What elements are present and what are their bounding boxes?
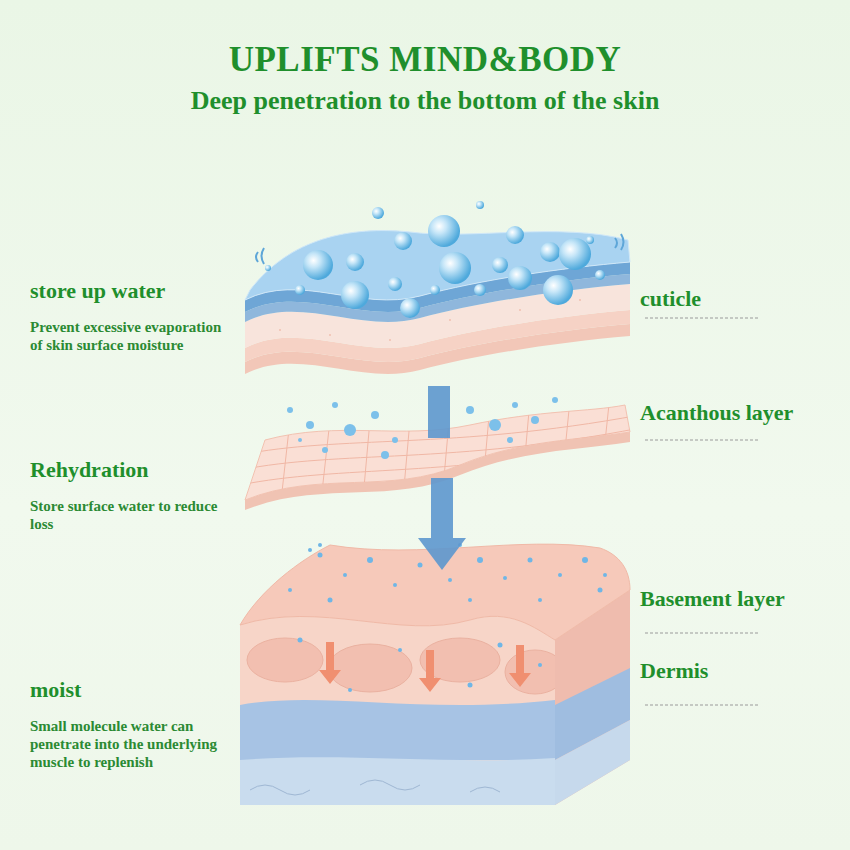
feature-text: Small molecule water can penetrate into … xyxy=(30,717,230,771)
feature-text: Prevent excessive evaporation of skin su… xyxy=(30,318,230,354)
feature-text: Store surface water to reduce loss xyxy=(30,497,230,533)
layer-label: Acanthous layer xyxy=(640,400,793,426)
title: UPLIFTS MIND&BODY xyxy=(229,40,622,80)
feature-heading: moist xyxy=(30,677,81,703)
leader-dashes xyxy=(645,318,760,705)
down-arrow xyxy=(418,386,466,570)
feature-heading: Rehydration xyxy=(30,457,149,483)
layer-label: Dermis xyxy=(640,658,708,684)
skin-block xyxy=(240,543,630,805)
water-bubbles xyxy=(256,201,624,318)
cuticle-sheet xyxy=(245,231,630,374)
layer-label: cuticle xyxy=(640,286,701,312)
layer-label: Basement layer xyxy=(640,586,785,612)
feature-heading: store up water xyxy=(30,278,165,304)
subtitle: Deep penetration to the bottom of the sk… xyxy=(191,86,660,116)
